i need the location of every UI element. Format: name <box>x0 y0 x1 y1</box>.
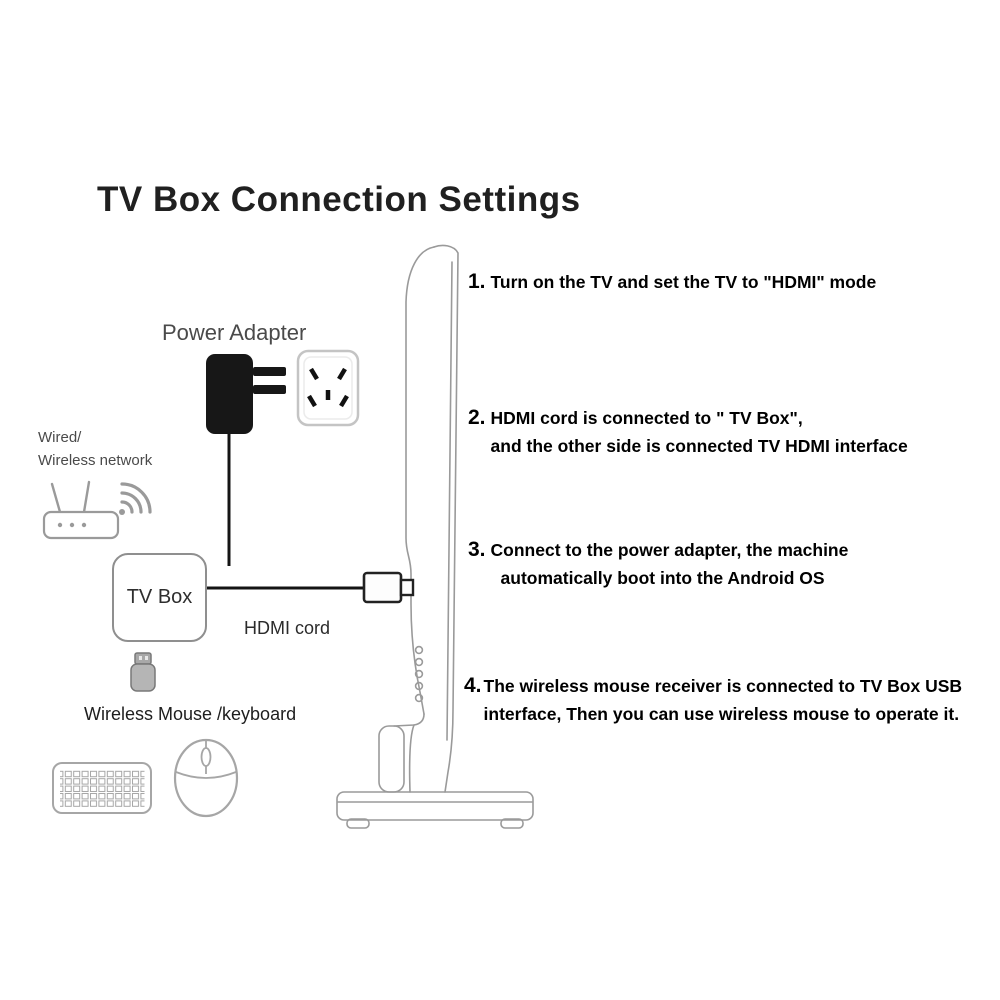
step-4-number: 4. <box>464 674 482 697</box>
step-1-text: Turn on the TV and set the TV to "HDMI" … <box>490 272 877 292</box>
keyboard-icon <box>52 762 152 814</box>
hdmi-cord-label: HDMI cord <box>244 618 331 638</box>
step-3-text: Connect to the power adapter, the machin… <box>490 540 849 589</box>
network-label: Wired/ Wireless network <box>38 427 152 472</box>
wireless-mouse-keyboard-label: Wireless Mouse /keyboard <box>84 704 297 724</box>
power-adapter-icon <box>206 354 286 434</box>
power-adapter-label: Power Adapter <box>162 320 307 345</box>
wifi-router-icon <box>42 480 152 540</box>
step-2: 2. HDMI cord is connected to " TV Box", … <box>468 404 908 461</box>
tv-box: TV Box <box>112 553 207 642</box>
page-title: TV Box Connection Settings <box>97 180 581 219</box>
usb-dongle-icon <box>130 652 156 692</box>
network-label-line2: Wireless network <box>38 451 153 469</box>
step-3-number: 3. <box>468 538 486 561</box>
step-4-text: The wireless mouse receiver is connected… <box>483 676 963 725</box>
step-2-text: HDMI cord is connected to " TV Box", and… <box>490 408 908 457</box>
step-3: 3. Connect to the power adapter, the mac… <box>468 536 848 593</box>
wall-socket-icon <box>296 349 360 427</box>
step-1: 1. Turn on the TV and set the TV to "HDM… <box>468 268 876 296</box>
step-2-number: 2. <box>468 406 486 429</box>
step-4: 4. The wireless mouse receiver is connec… <box>464 672 962 729</box>
tv-box-label: TV Box <box>126 586 193 608</box>
network-label-line1: Wired/ <box>38 429 82 446</box>
step-1-number: 1. <box>468 270 486 293</box>
tv-side-profile-icon <box>336 244 534 829</box>
mouse-icon <box>173 738 239 818</box>
